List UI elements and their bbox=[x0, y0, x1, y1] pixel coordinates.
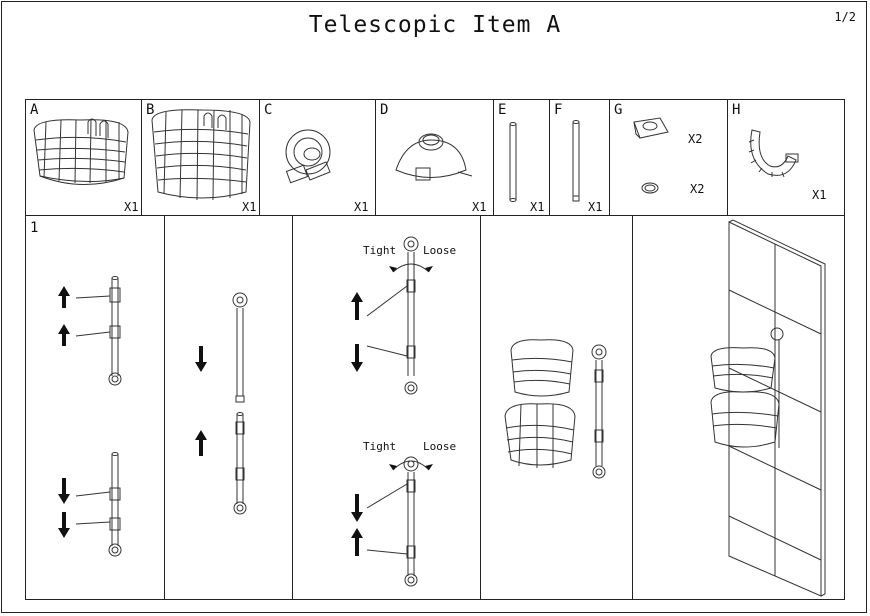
part-label: E bbox=[498, 102, 507, 118]
part-label: B bbox=[146, 102, 155, 118]
step-number: 1 bbox=[30, 220, 39, 236]
rod-lower-icon bbox=[572, 120, 580, 202]
part-c-cell: C X1 bbox=[260, 100, 376, 215]
attach-baskets-illustration bbox=[504, 339, 607, 479]
part-qty: X1 bbox=[472, 200, 487, 214]
part-qty: X1 bbox=[242, 200, 257, 214]
step-panel-1: 1 bbox=[26, 216, 165, 599]
part-label: C bbox=[264, 102, 273, 118]
arrow-down-icon bbox=[58, 478, 70, 538]
rotate-arrow-icon bbox=[389, 464, 397, 470]
assembly-steps: 1 bbox=[25, 216, 845, 600]
part-label: D bbox=[380, 102, 389, 118]
page-title: Telescopic Item A bbox=[308, 12, 562, 38]
part-qty: X1 bbox=[812, 188, 827, 202]
mounted-on-wall-illustration bbox=[710, 219, 826, 597]
page-number: 1/2 bbox=[834, 10, 856, 24]
arrow-down-icon bbox=[351, 344, 363, 522]
part-label: F bbox=[554, 102, 563, 118]
part-label: H bbox=[732, 102, 741, 118]
arrow-up-icon bbox=[351, 292, 363, 556]
arrow-down-icon bbox=[195, 346, 207, 372]
part-a-cell: A X1 bbox=[26, 100, 142, 215]
rotate-arrow-icon bbox=[425, 464, 433, 470]
part-qty: X1 bbox=[354, 200, 369, 214]
part-qty: X1 bbox=[588, 200, 603, 214]
step-panel-2 bbox=[165, 216, 293, 599]
part-b-cell: B X1 bbox=[142, 100, 260, 215]
clip-icon bbox=[748, 129, 799, 178]
part-qty-ring: X2 bbox=[690, 182, 705, 196]
suction-cup-icon bbox=[285, 129, 331, 184]
rotate-arrow-icon bbox=[389, 266, 397, 272]
part-label: A bbox=[30, 102, 39, 118]
rod-upper-icon bbox=[509, 122, 517, 202]
part-g-cell: G X2 X2 bbox=[610, 100, 728, 215]
part-f-cell: F X1 bbox=[550, 100, 610, 215]
arrow-up-icon bbox=[58, 286, 70, 346]
parts-table: A X1 B bbox=[25, 99, 845, 216]
part-h-cell: H X1 bbox=[728, 100, 844, 215]
part-label: G bbox=[614, 102, 623, 118]
arrow-up-icon bbox=[195, 430, 207, 456]
part-qty: X1 bbox=[530, 200, 545, 214]
tight-label: Tight bbox=[363, 440, 397, 453]
clamp-and-ring-icon bbox=[633, 117, 669, 194]
basket-small-icon bbox=[33, 118, 129, 185]
tight-label: Tight bbox=[363, 244, 397, 257]
insert-rod-illustration bbox=[195, 292, 248, 515]
step-panel-5 bbox=[633, 216, 844, 599]
part-qty: X2 bbox=[688, 132, 703, 146]
adjust-tension-illustration bbox=[351, 236, 433, 587]
basket-large-icon bbox=[151, 109, 251, 201]
part-d-cell: D X1 bbox=[376, 100, 494, 215]
rotate-arrow-icon bbox=[425, 266, 433, 272]
extend-rod-illustration bbox=[58, 276, 122, 557]
part-qty: X1 bbox=[124, 200, 139, 214]
suction-cup-bottom-icon bbox=[395, 133, 473, 181]
loose-label: Loose bbox=[423, 244, 457, 257]
loose-label: Loose bbox=[423, 440, 457, 453]
step-panel-4 bbox=[481, 216, 633, 599]
part-e-cell: E X1 bbox=[494, 100, 550, 215]
step-panel-3: Tight Loose Tight Loose bbox=[293, 216, 481, 599]
